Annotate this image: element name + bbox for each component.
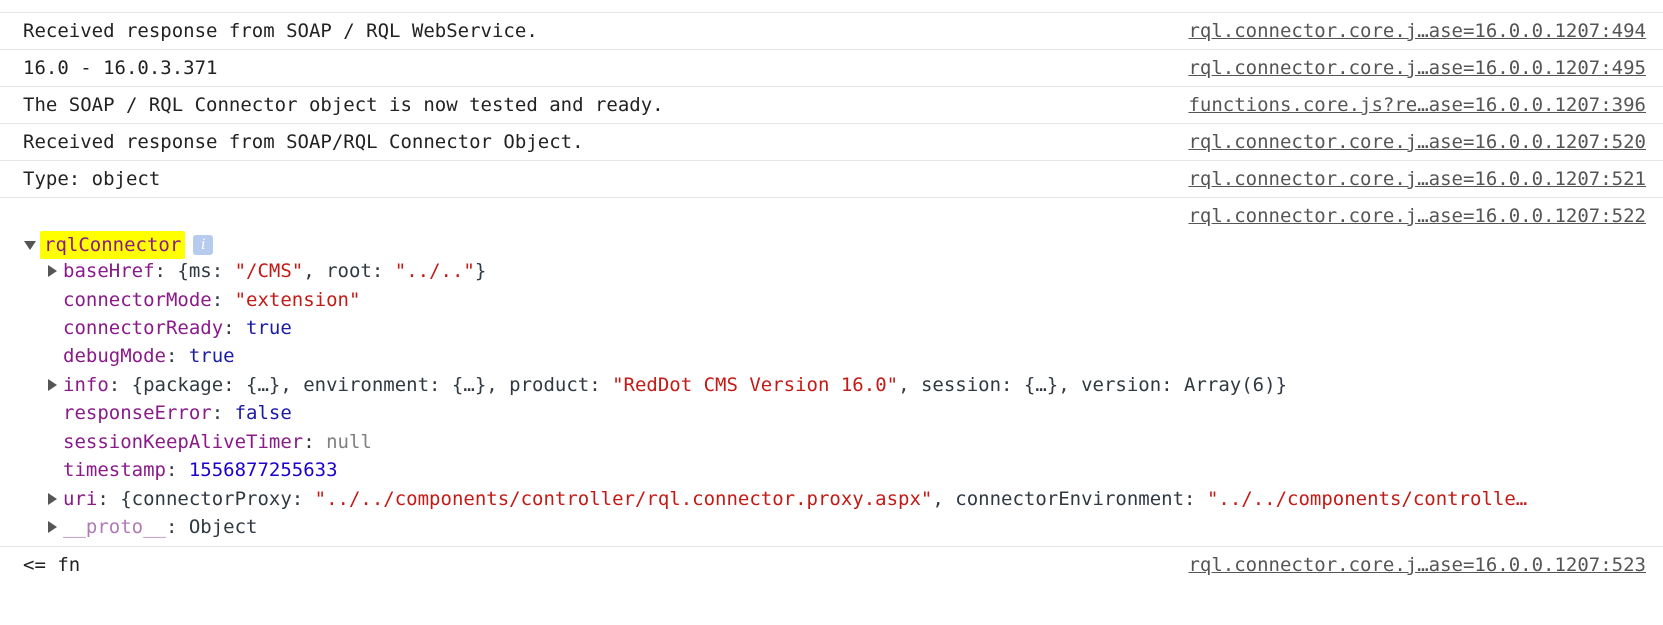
prop-info[interactable]: info: {package: {…}, environment: {…}, p…: [0, 371, 1663, 399]
source-link[interactable]: rql.connector.core.j…ase=16.0.0.1207:521: [1188, 168, 1646, 190]
prop-debugMode: debugMode: true: [0, 342, 1663, 370]
triangle-right-icon[interactable]: [48, 379, 57, 391]
prop-punct: : {connectorProxy:: [97, 488, 315, 510]
result-text: <= fn: [23, 554, 81, 576]
prop-punct: : {ms:: [154, 260, 235, 282]
prop-proto[interactable]: __proto__: Object: [0, 513, 1663, 541]
info-icon[interactable]: i: [193, 235, 214, 255]
prop-punct: , connectorEnvironment:: [932, 488, 1207, 510]
prop-key: responseError: [63, 402, 212, 424]
prop-uri[interactable]: uri: {connectorProxy: "../../components/…: [0, 485, 1663, 513]
prop-sessionKeepAliveTimer: sessionKeepAliveTimer: null: [0, 428, 1663, 456]
prop-string: "RedDot CMS Version 16.0": [612, 374, 899, 396]
prop-punct: : {package: {…}, environment: {…}, produ…: [108, 374, 613, 396]
prop-key: info: [63, 374, 109, 396]
prop-punct: :: [165, 345, 189, 367]
console-panel: Received response from SOAP / RQL WebSer…: [0, 0, 1663, 587]
prop-key: connectorReady: [63, 317, 224, 339]
message-text: Received response from SOAP / RQL WebSer…: [23, 20, 538, 42]
prop-key: connectorMode: [63, 289, 212, 311]
prop-key: debugMode: [63, 345, 166, 367]
prop-punct: , root:: [303, 260, 395, 282]
message-text: The SOAP / RQL Connector object is now t…: [23, 94, 664, 116]
prop-punct: , session: {…}, version: Array(6)}: [898, 374, 1288, 396]
console-result: <= fn rql.connector.core.j…ase=16.0.0.12…: [0, 547, 1663, 587]
prop-string: "../../components/controller/rql.connect…: [314, 488, 933, 510]
object-expander[interactable]: rqlConnector i: [24, 231, 214, 259]
prop-punct: :: [211, 289, 235, 311]
source-link[interactable]: functions.core.js?re…ase=16.0.0.1207:396: [1188, 94, 1646, 116]
prop-string: "../..": [394, 260, 475, 282]
console-message: Received response from SOAP/RQL Connecto…: [0, 124, 1663, 161]
message-text: Type: object: [23, 168, 161, 190]
triangle-down-icon[interactable]: [24, 240, 36, 250]
prop-boolean: true: [246, 317, 292, 339]
prop-key: sessionKeepAliveTimer: [63, 431, 304, 453]
console-message: Type: object rql.connector.core.j…ase=16…: [0, 161, 1663, 198]
prop-punct: :: [223, 317, 247, 339]
console-message: Received response from SOAP / RQL WebSer…: [0, 13, 1663, 50]
prop-punct: :: [211, 402, 235, 424]
prop-string: "/CMS": [234, 260, 304, 282]
prop-key: baseHref: [63, 260, 155, 282]
prop-connectorMode: connectorMode: "extension": [0, 286, 1663, 314]
object-log-entry: rql.connector.core.j…ase=16.0.0.1207:522…: [0, 198, 1663, 547]
object-name[interactable]: rqlConnector: [40, 231, 186, 259]
prop-null: null: [326, 431, 372, 453]
prop-connectorReady: connectorReady: true: [0, 314, 1663, 342]
prop-punct: :: [303, 431, 327, 453]
console-message: 16.0 - 16.0.3.371 rql.connector.core.j…a…: [0, 50, 1663, 87]
prop-boolean: false: [234, 402, 292, 424]
prop-key: __proto__: [63, 516, 166, 538]
prop-timestamp: timestamp: 1556877255633: [0, 456, 1663, 484]
prop-punct: :: [165, 459, 189, 481]
source-link[interactable]: rql.connector.core.j…ase=16.0.0.1207:494: [1188, 20, 1646, 42]
prop-string: "../../components/controlle…: [1206, 488, 1528, 510]
triangle-right-icon[interactable]: [48, 265, 57, 277]
console-top-divider: [0, 0, 1663, 13]
message-text: Received response from SOAP/RQL Connecto…: [23, 131, 584, 153]
triangle-right-icon[interactable]: [48, 521, 57, 533]
prop-string: "extension": [234, 289, 361, 311]
prop-boolean: true: [188, 345, 235, 367]
prop-key: timestamp: [63, 459, 166, 481]
prop-object: Object: [188, 516, 258, 538]
source-link[interactable]: rql.connector.core.j…ase=16.0.0.1207:520: [1188, 131, 1646, 153]
console-message: The SOAP / RQL Connector object is now t…: [0, 87, 1663, 124]
message-text: 16.0 - 16.0.3.371: [23, 57, 218, 79]
source-link[interactable]: rql.connector.core.j…ase=16.0.0.1207:523: [1188, 554, 1646, 576]
prop-punct: :: [165, 516, 189, 538]
prop-key: uri: [63, 488, 98, 510]
triangle-right-icon[interactable]: [48, 493, 57, 505]
prop-baseHref[interactable]: baseHref: {ms: "/CMS", root: "../.."}: [0, 257, 1663, 285]
prop-number: 1556877255633: [188, 459, 338, 481]
source-link[interactable]: rql.connector.core.j…ase=16.0.0.1207:522: [1188, 205, 1646, 227]
source-link[interactable]: rql.connector.core.j…ase=16.0.0.1207:495: [1188, 57, 1646, 79]
prop-responseError: responseError: false: [0, 399, 1663, 427]
prop-punct: }: [474, 260, 487, 282]
